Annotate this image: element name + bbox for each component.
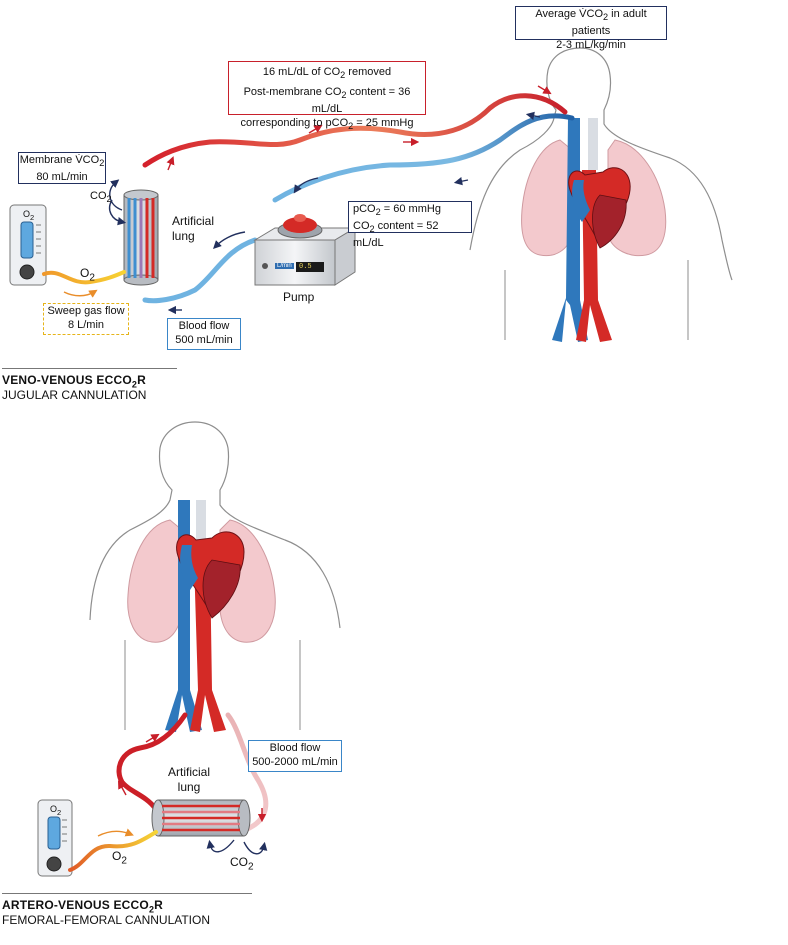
- co2-label: CO2: [90, 190, 112, 205]
- pump-label: Pump: [283, 290, 315, 304]
- arterial-cannula-line: [116, 712, 188, 811]
- flow-arrow: [117, 780, 127, 796]
- artificial-lung-label: Artificial lung: [172, 214, 214, 244]
- removed-line2: Post-membrane CO: [243, 86, 342, 99]
- subscript: 2: [369, 224, 375, 235]
- patient-silhouette-lower: [89, 421, 341, 730]
- sweep-gas-box: Sweep gas flow 8 L/min: [43, 303, 129, 335]
- pco2-line2-post: content = 52 mL/dL: [353, 220, 439, 250]
- left-lung: [521, 139, 573, 257]
- bloodflow-line2: 500 mL/min: [175, 334, 233, 346]
- aorta: [190, 560, 226, 732]
- vco2-line2: 2-3 mL/kg/min: [556, 39, 626, 52]
- subscript: 2: [99, 158, 105, 169]
- jugular-vessel: [588, 118, 598, 170]
- flow-arrow: [213, 231, 246, 249]
- vena-cava: [165, 500, 202, 732]
- subscript: 2: [340, 70, 346, 81]
- bloodflow-line1: Blood flow: [178, 320, 230, 332]
- o2-flowmeter: [9, 204, 47, 286]
- blood-flow-box: Blood flow 500 mL/min: [167, 318, 241, 350]
- pump-to-lung-line: [142, 237, 258, 304]
- pump-display: 0.5: [296, 262, 324, 272]
- section-divider: [2, 368, 177, 369]
- bloodflow-line1: Blood flow: [269, 742, 321, 754]
- heart: [176, 531, 245, 619]
- subscript: 2: [603, 12, 609, 23]
- removed-line1: 16 mL/dL of CO: [262, 66, 341, 78]
- top-section-title: VENO-VENOUS ECCO2R: [2, 373, 146, 390]
- co2-removed-box: 16 mL/dL of CO2 removed Post-membrane CO…: [228, 61, 426, 132]
- pco2-box: pCO2 = 60 mmHg CO2 content = 52 mL/dL: [348, 201, 472, 249]
- sweep-flow-arrow: [63, 289, 98, 298]
- drainage-cannula-line: [272, 113, 575, 203]
- vco2-line1: Average V̇CO: [535, 8, 604, 20]
- sweep-line1: Sweep gas flow: [47, 305, 125, 317]
- blood-flow-box: Blood flow 500-2000 mL/min: [248, 740, 342, 772]
- o2-label: O2: [80, 266, 95, 284]
- heart: [568, 167, 631, 249]
- lung-label-line2: lung: [177, 780, 201, 794]
- sweep-line2: 8 L/min: [67, 319, 105, 331]
- artificial-lung-device: [151, 799, 251, 837]
- lung-label-line1: Artificial: [172, 214, 215, 228]
- co2-out-arrow: [108, 199, 127, 226]
- removed-line3-post: = 25 mmHg: [353, 117, 414, 130]
- removed-line3: corresponding to pCO: [240, 117, 349, 130]
- blood-pump: [253, 214, 357, 286]
- bottom-section-title: ARTERO-VENOUS ECCO2R: [2, 898, 164, 915]
- removed-line1-post: removed: [345, 66, 392, 78]
- removed-line2-post: content = 36 mL/dL: [311, 86, 411, 116]
- membrane-line2: 80 mL/min: [36, 171, 88, 184]
- sweep-gas-line: [68, 830, 158, 872]
- flow-arrow: [453, 177, 469, 186]
- o2-meter-label: O2: [23, 209, 35, 222]
- subscript: 2: [341, 90, 347, 101]
- o2-label: O2: [112, 849, 127, 867]
- section-divider: [2, 893, 252, 894]
- artificial-lung-label: Artificial lung: [168, 765, 210, 795]
- top-section-subtitle: JUGULAR CANNULATION: [2, 388, 147, 402]
- flow-arrow: [145, 733, 160, 743]
- co2-out-arrow: [243, 841, 268, 855]
- pco2-line1-post: = 60 mmHg: [380, 203, 441, 215]
- bottom-section-subtitle: FEMORAL-FEMORAL CANNULATION: [2, 913, 211, 927]
- pco2-line1: pCO: [353, 203, 376, 215]
- pump-unit-label: L/min: [275, 263, 294, 269]
- subscript: 2: [348, 121, 354, 132]
- o2-meter-label: O2: [50, 804, 62, 817]
- left-lung: [127, 519, 183, 643]
- pco2-line2: CO: [353, 220, 370, 233]
- flow-arrow: [525, 111, 541, 120]
- o2-flowmeter: [37, 799, 73, 877]
- artificial-lung-device: [123, 189, 159, 286]
- patient-silhouette-upper: [469, 47, 733, 340]
- right-lung: [607, 139, 667, 257]
- membrane-vco2-box: Membrane V̇CO2 80 mL/min: [18, 152, 106, 184]
- lung-label-line2: lung: [172, 229, 195, 243]
- co2-out-arrow: [109, 179, 123, 211]
- flow-arrow: [293, 177, 319, 194]
- bloodflow-line2: 500-2000 mL/min: [252, 756, 338, 768]
- sweep-flow-arrow: [97, 828, 134, 837]
- sweep-gas-line: [42, 270, 126, 285]
- lung-label-line1: Artificial: [168, 765, 211, 779]
- flow-arrow: [537, 85, 552, 95]
- vco2-line1-post: in adult patients: [571, 8, 647, 38]
- subscript: 2: [375, 207, 381, 218]
- membrane-line1: Membrane V̇CO: [19, 154, 100, 166]
- return-cannula-line: [142, 93, 568, 168]
- co2-label: CO2: [230, 855, 254, 873]
- flow-arrow: [308, 124, 323, 134]
- flow-arrow: [166, 156, 175, 171]
- average-vco2-box: Average V̇CO2 in adult patients 2-3 mL/k…: [515, 6, 667, 51]
- co2-out-arrow: [206, 839, 235, 853]
